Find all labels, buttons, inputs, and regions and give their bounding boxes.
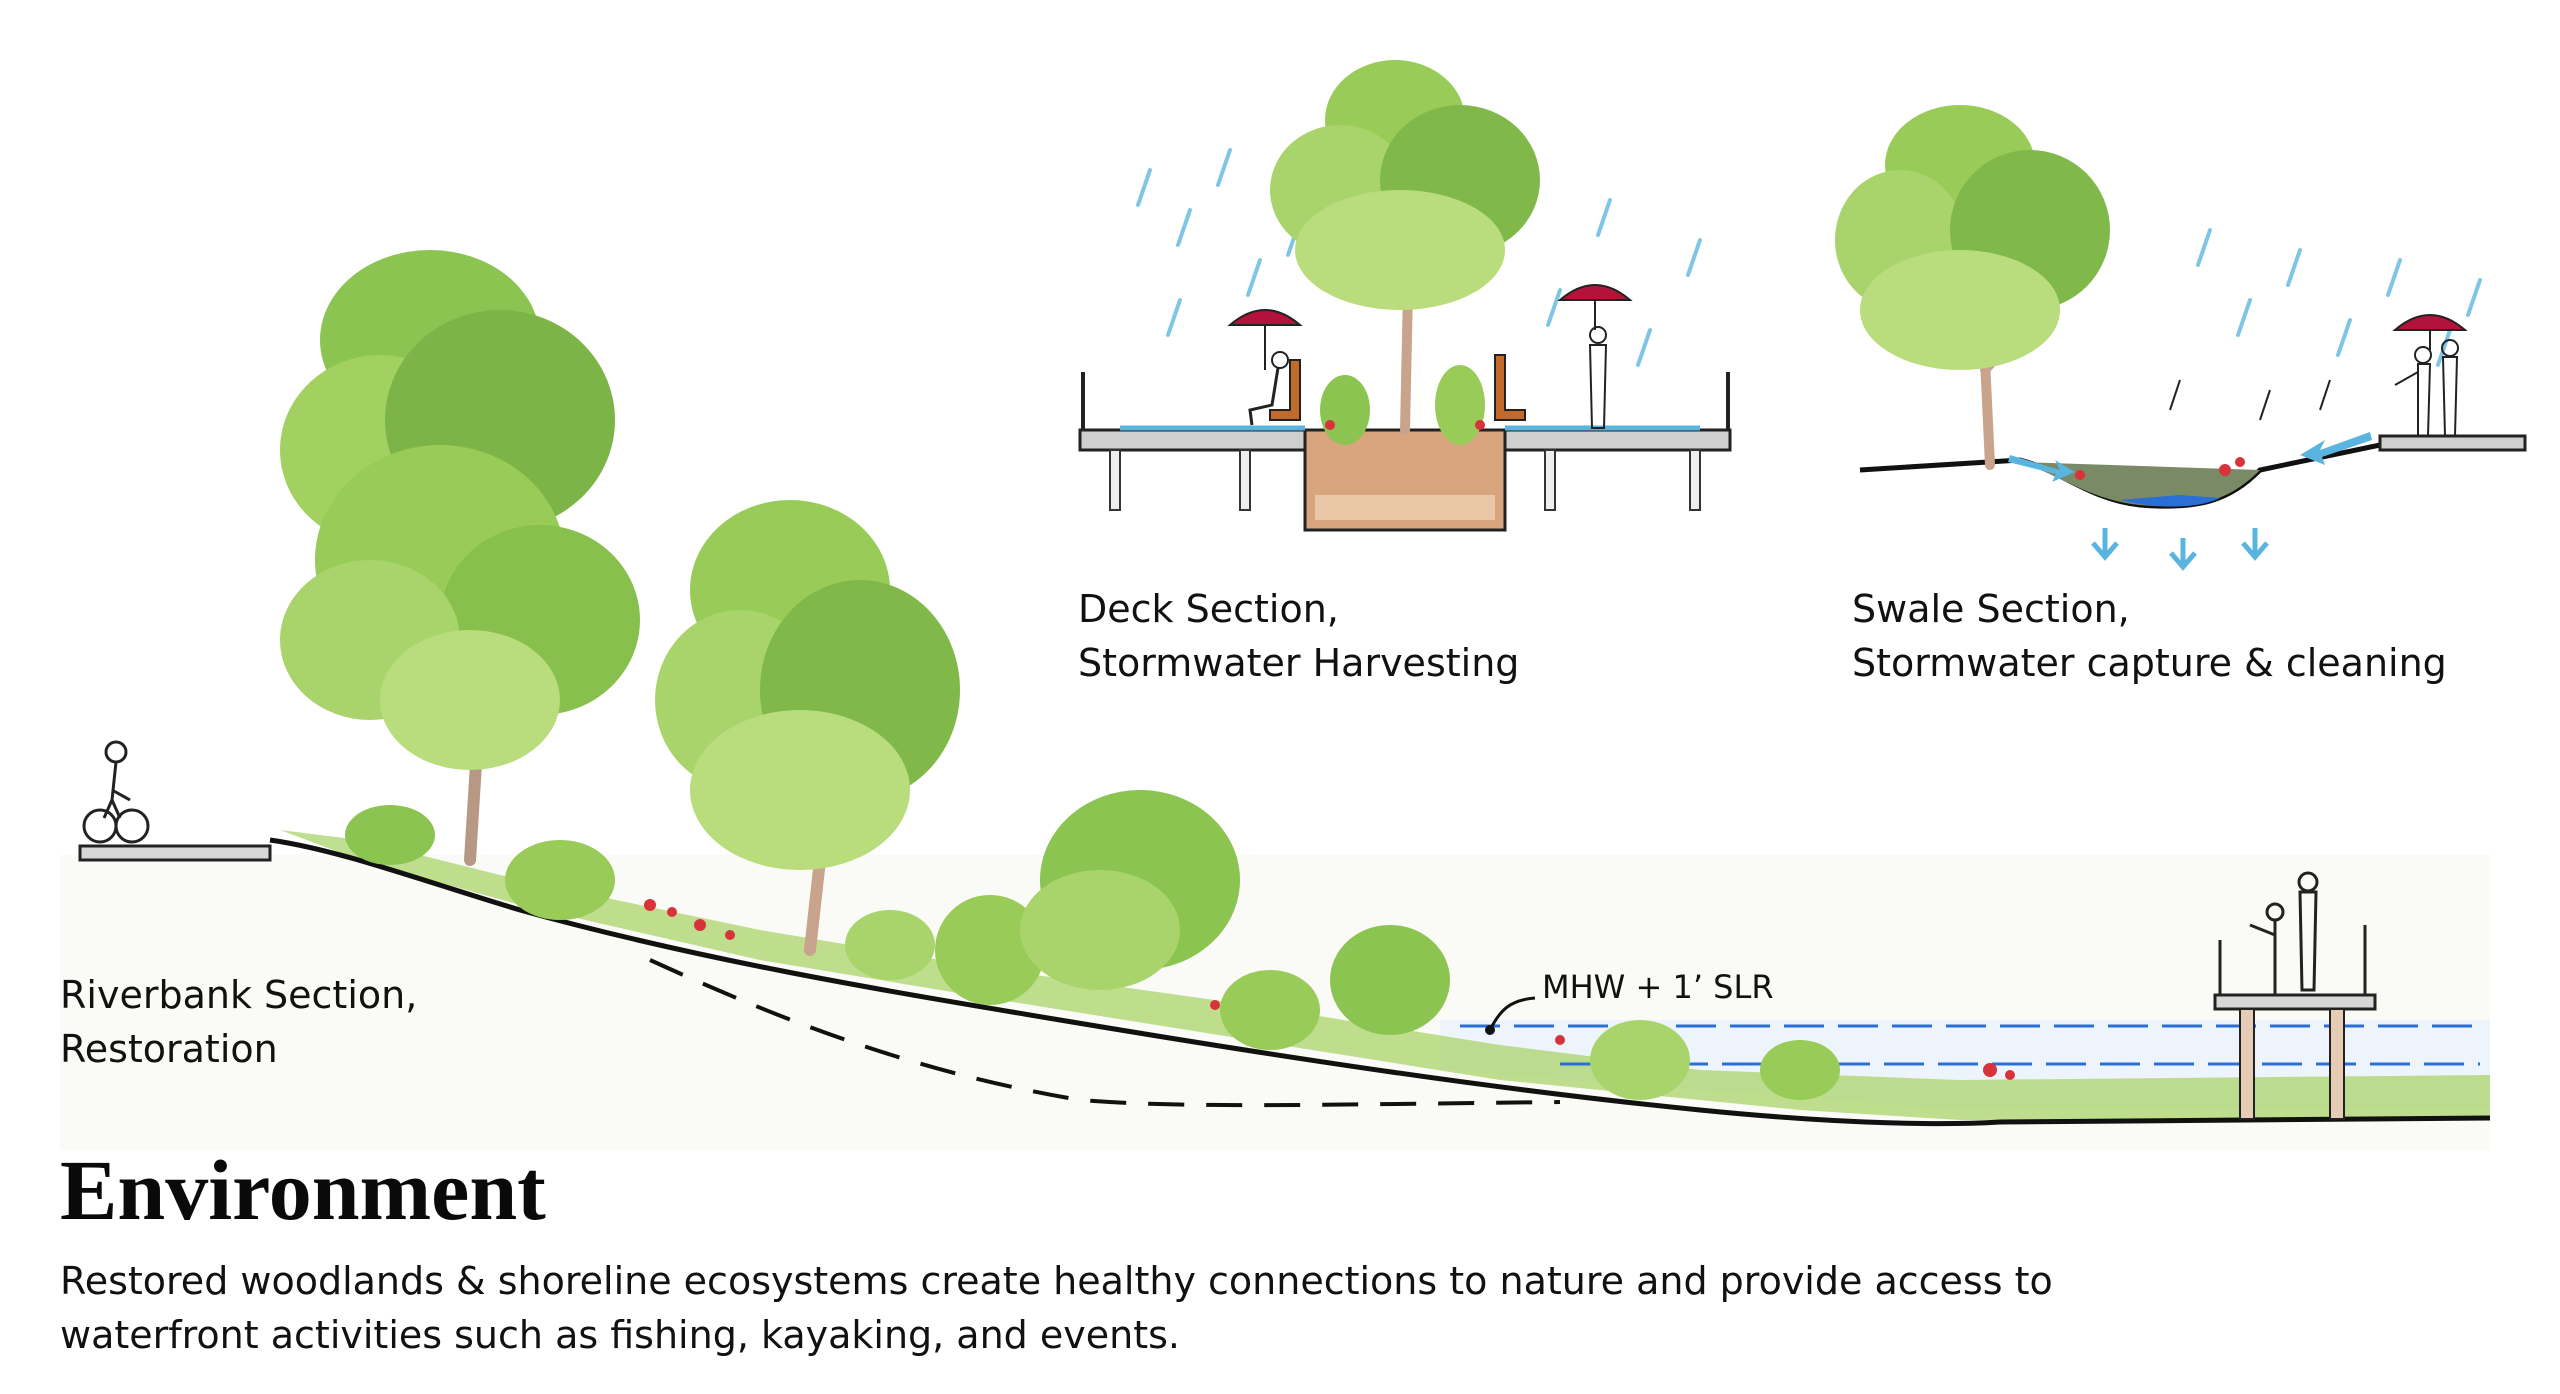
deck-section-caption: Deck Section, Stormwater Harvesting <box>1078 582 1519 690</box>
bench-right-icon <box>1494 354 1526 421</box>
water-level-leader <box>1488 996 1536 1031</box>
bench-left-icon <box>1269 359 1301 421</box>
swale-caption-line1: Swale Section, <box>1852 587 2130 631</box>
riverbank-caption-line2: Restoration <box>60 1027 278 1071</box>
bike-path-slab <box>78 844 272 862</box>
swale-rain <box>2196 228 2482 367</box>
page-title: Environment <box>60 1142 546 1238</box>
original-grade-dashed-line <box>649 958 1561 1108</box>
water-level-marker-icon <box>1485 1025 1495 1035</box>
person-seated-umbrella-icon <box>1227 309 1303 426</box>
swale-tree <box>1835 105 2110 470</box>
riverbank-section-caption: Riverbank Section, Restoration <box>60 968 417 1076</box>
riverbank-shrubs <box>345 790 1840 1100</box>
infiltration-arrows-icon <box>2091 528 2269 571</box>
water-level-label: MHW + 1’ SLR <box>1542 968 1774 1006</box>
swale-dark-rain <box>2169 379 2331 421</box>
deck-slab-right <box>1503 428 1732 452</box>
description-line1: Restored woodlands & shoreline ecosystem… <box>60 1259 2053 1303</box>
swale-walkway <box>2378 434 2527 452</box>
fishing-pier <box>2213 871 2377 1120</box>
description-line2: waterfront activities such as fishing, k… <box>60 1313 1180 1357</box>
planter-plants <box>1320 365 1485 445</box>
riverbank-caption-line1: Riverbank Section, <box>60 973 418 1017</box>
swale-section-caption: Swale Section, Stormwater capture & clea… <box>1852 582 2447 690</box>
swale-water <box>2120 495 2220 507</box>
swale-flowers <box>2075 457 2245 480</box>
inflow-arrow-right-icon <box>2300 432 2372 465</box>
deck-caption-line2: Stormwater Harvesting <box>1078 641 1520 685</box>
riverbank-section <box>60 250 2491 1150</box>
deck-supports <box>1109 449 1701 511</box>
person-standing-umbrella-icon <box>1557 284 1633 429</box>
cyclist-figure-icon <box>82 740 150 844</box>
deck-caption-line1: Deck Section, <box>1078 587 1339 631</box>
deck-tree <box>1270 60 1540 435</box>
swale-section <box>1835 105 2527 571</box>
tree-middle <box>655 500 960 956</box>
deck-section <box>1078 60 1732 532</box>
riverbank-grass <box>280 830 2490 1120</box>
pier-people-icon <box>2249 871 2319 995</box>
swale-people-umbrella-icon <box>2392 314 2468 437</box>
planter-gravel <box>1315 495 1495 520</box>
riverbank-slope-line <box>269 837 2491 1127</box>
inflow-arrow-left-icon <box>2008 455 2075 482</box>
description: Restored woodlands & shoreline ecosystem… <box>60 1254 2053 1362</box>
swale-caption-line2: Stormwater capture & cleaning <box>1852 641 2447 685</box>
deck-slab-left <box>1078 428 1307 452</box>
tall-tree-left <box>280 250 640 866</box>
